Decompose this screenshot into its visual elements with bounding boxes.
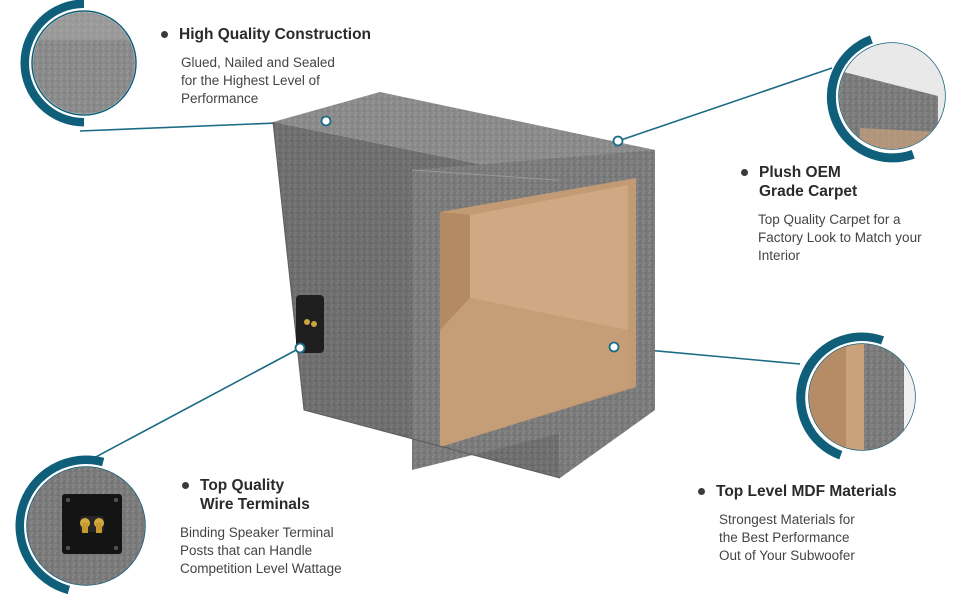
feature-terminals-title: Top Quality Wire Terminals: [182, 476, 342, 514]
bullet-icon: [698, 488, 705, 495]
feature-construction-desc: Glued, Nailed and Sealed for the Highest…: [181, 55, 335, 106]
box-inner-bottom: [440, 298, 628, 447]
callout-line-carpet: [617, 67, 833, 142]
feature-carpet: Plush OEM Grade Carpet Top Quality Carpe…: [741, 163, 922, 265]
bullet-icon: [741, 169, 748, 176]
feature-mdf-desc: Strongest Materials for the Best Perform…: [719, 512, 855, 563]
feature-terminals-desc: Binding Speaker Terminal Posts that can …: [180, 525, 342, 576]
feature-construction: High Quality Construction Glued, Nailed …: [161, 25, 371, 108]
mdf-edge-closeup-icon: [796, 332, 918, 460]
bullet-icon: [161, 31, 168, 38]
callout-dot-construction: [320, 115, 332, 127]
feature-mdf: Top Level MDF Materials Strongest Materi…: [698, 482, 897, 565]
bullet-icon: [182, 482, 189, 489]
box-inner-back: [470, 185, 628, 330]
side-terminal-cup: [296, 295, 324, 353]
box-inner-left: [440, 212, 470, 330]
feature-carpet-desc: Top Quality Carpet for a Factory Look to…: [758, 212, 922, 263]
feature-terminals: Top Quality Wire Terminals Binding Speak…: [180, 476, 342, 578]
wire-terminal-icon: [15, 455, 148, 595]
feature-construction-title: High Quality Construction: [161, 25, 371, 44]
carpet-closeup-icon: [20, 0, 139, 127]
feature-mdf-title: Top Level MDF Materials: [698, 482, 897, 501]
carpet-edge-closeup-icon: [826, 35, 948, 163]
callout-dot-carpet: [612, 135, 624, 147]
subwoofer-box: [272, 92, 655, 479]
callout-dot-mdf: [608, 341, 620, 353]
feature-carpet-title: Plush OEM Grade Carpet: [741, 163, 922, 201]
callout-dot-terminals: [294, 342, 306, 354]
